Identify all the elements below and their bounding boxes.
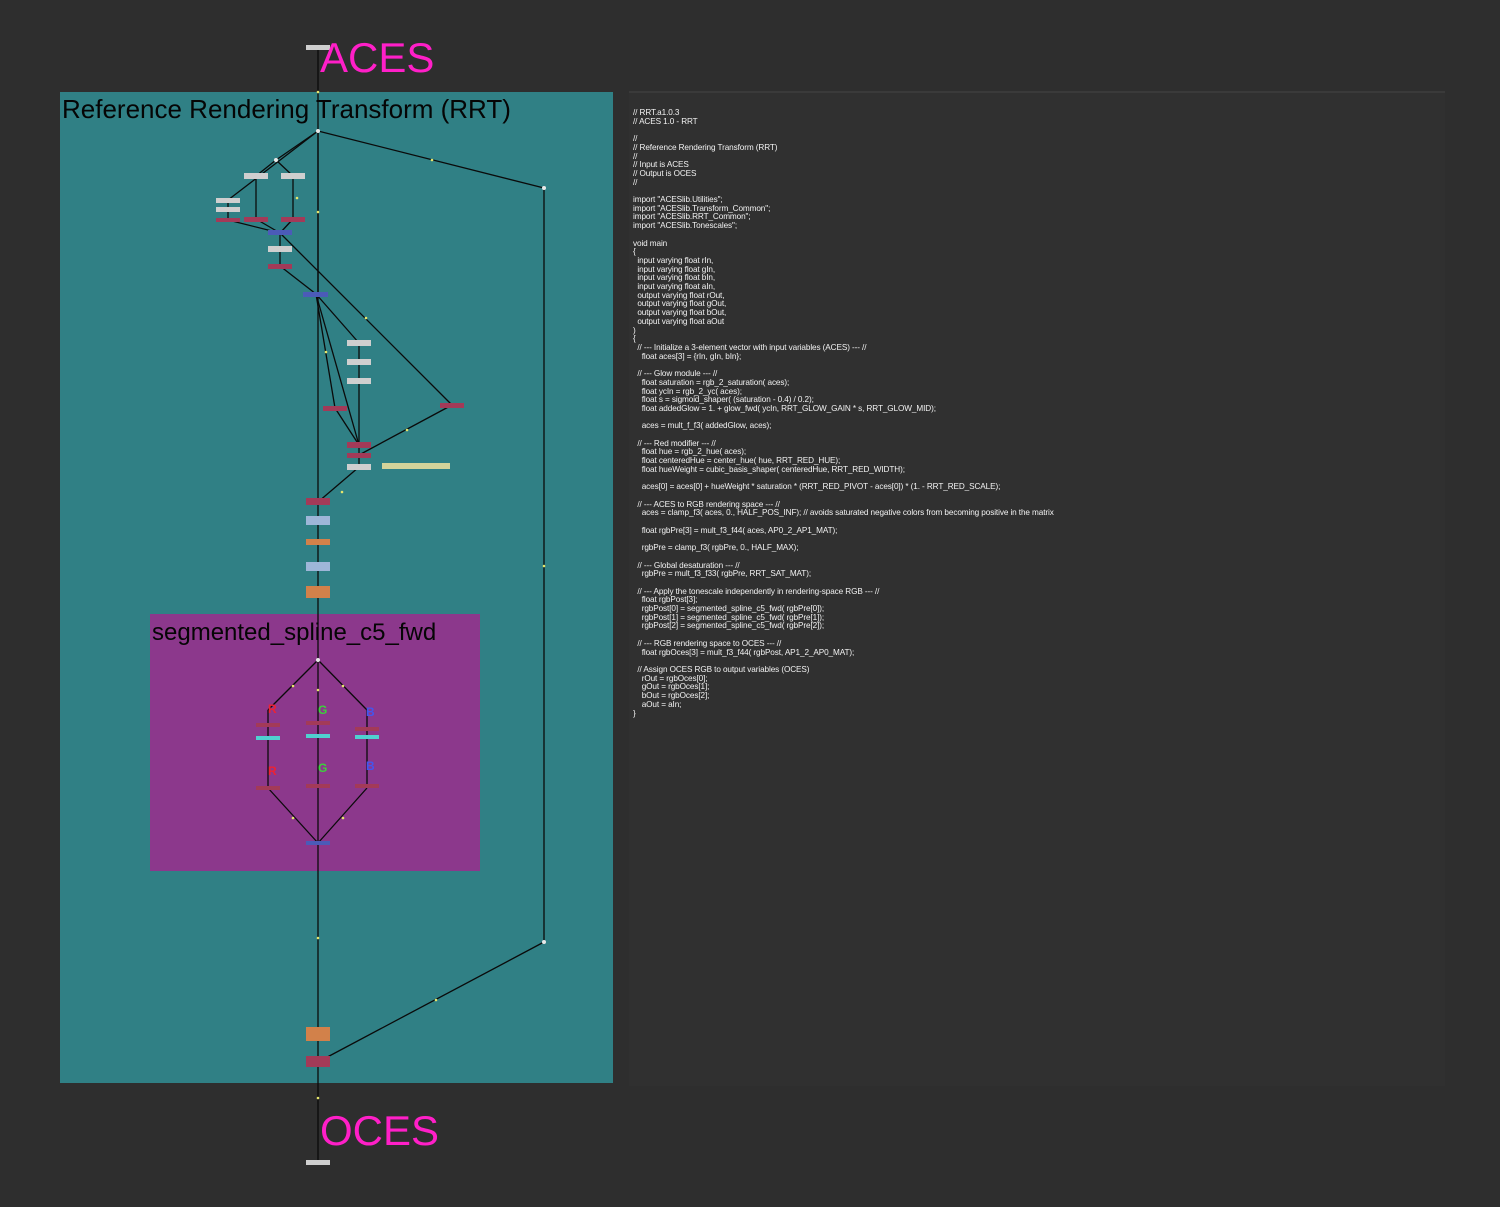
spline-group-backdrop[interactable] [150, 614, 480, 871]
input-node[interactable] [306, 45, 330, 50]
node [347, 453, 371, 458]
node [216, 207, 240, 212]
node-graph[interactable]: R G B R G B Reference Rendering Transfor… [0, 0, 620, 1207]
channel-r-label: R [268, 764, 277, 778]
node [306, 1027, 330, 1041]
node [347, 442, 371, 448]
input-label: ACES [320, 34, 434, 81]
spline-nodes[interactable] [256, 721, 379, 845]
node [306, 562, 330, 571]
channel-r-label: R [268, 702, 277, 716]
junction-dots [274, 129, 546, 944]
node [347, 340, 371, 346]
node [216, 198, 240, 203]
node [440, 403, 464, 408]
node [268, 246, 292, 252]
node [306, 721, 330, 725]
output-node[interactable] [306, 1160, 330, 1165]
node [244, 217, 268, 222]
node [281, 173, 305, 179]
node [281, 217, 305, 222]
node [355, 727, 379, 731]
edge-dots [291, 90, 546, 1100]
node [306, 586, 330, 598]
node [355, 784, 379, 788]
node [306, 498, 330, 505]
red-modifier-nodes[interactable] [323, 340, 464, 470]
node [256, 736, 280, 740]
node [256, 723, 280, 727]
channel-g-label: G [318, 703, 327, 717]
node [216, 218, 240, 222]
channel-g-label: G [318, 761, 327, 775]
channel-b-label: B [366, 705, 375, 719]
node [306, 539, 330, 545]
node [323, 406, 347, 411]
node [347, 359, 371, 365]
trunk-nodes[interactable] [306, 498, 330, 1067]
node [244, 173, 268, 179]
glow-nodes[interactable] [216, 173, 328, 297]
output-label: OCES [320, 1107, 439, 1154]
code-panel[interactable]: // RRT.a1.0.3 // ACES 1.0 - RRT // // Re… [629, 91, 1445, 1086]
node [306, 841, 330, 845]
node [347, 378, 371, 384]
node [306, 734, 330, 738]
ctl-source-code[interactable]: // RRT.a1.0.3 // ACES 1.0 - RRT // // Re… [633, 108, 1054, 718]
spline-group-title: segmented_spline_c5_fwd [152, 619, 436, 646]
node [382, 463, 450, 469]
node [268, 230, 292, 235]
node [355, 735, 379, 739]
rrt-group-title: Reference Rendering Transform (RRT) [62, 94, 511, 124]
node [303, 292, 328, 297]
node [347, 464, 371, 470]
node [306, 1056, 330, 1067]
rrt-group-backdrop[interactable] [60, 92, 613, 1083]
node [268, 264, 292, 269]
channel-b-label: B [366, 759, 375, 773]
node [256, 786, 280, 790]
node [306, 784, 330, 788]
node [306, 516, 330, 525]
